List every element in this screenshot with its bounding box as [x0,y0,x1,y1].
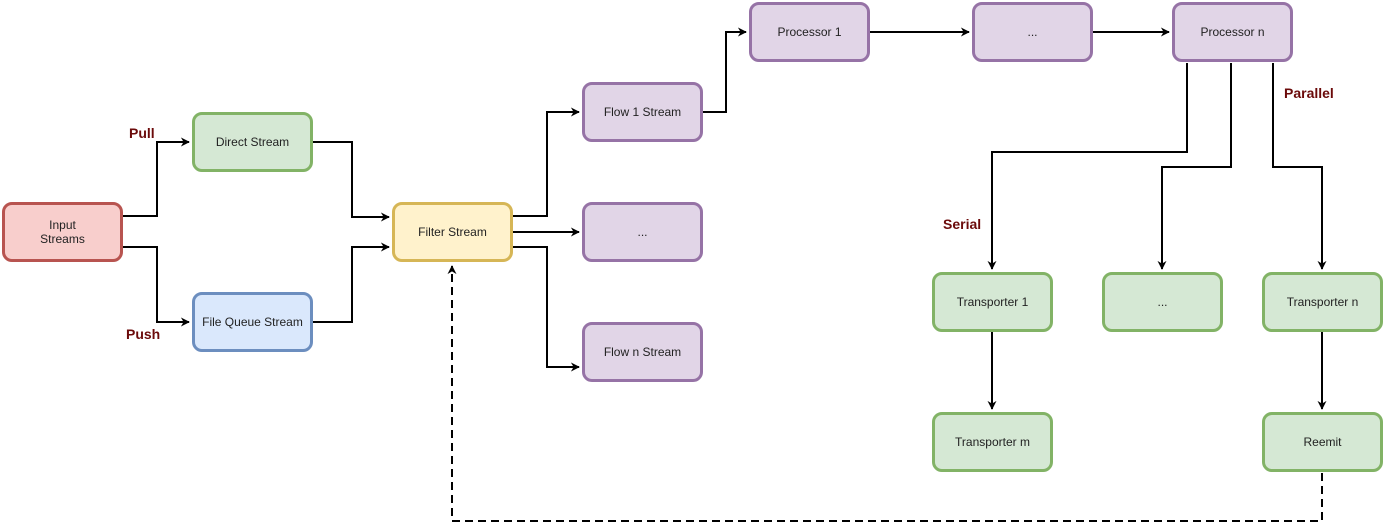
transporter-m-node[interactable]: Transporter m [932,412,1053,472]
edge-flow1-processor1 [703,27,747,113]
file-queue-stream-node[interactable]: File Queue Stream [192,292,313,352]
edge-reemit-filter-dashed [447,265,1323,522]
flow-ellipsis-node[interactable]: ... [582,202,703,262]
edge-filter-flown [513,246,580,372]
pull-label: Pull [129,125,155,141]
edge-input-filequeue [123,246,190,327]
transporter-n-node[interactable]: Transporter n [1262,272,1383,332]
transporter-1-node[interactable]: Transporter 1 [932,272,1053,332]
edge-processorn-transportern [1272,63,1327,270]
direct-stream-node[interactable]: Direct Stream [192,112,313,172]
reemit-node[interactable]: Reemit [1262,412,1383,472]
edge-direct-filter [313,141,390,222]
push-label: Push [126,326,161,342]
filter-stream-node[interactable]: Filter Stream [392,202,513,262]
flow-n-stream-node[interactable]: Flow n Stream [582,322,703,382]
edge-filter-flow1 [513,107,580,217]
edge-processorn-transporter1 [987,63,1188,270]
edge-filequeue-filter [313,242,390,323]
serial-label: Serial [943,216,982,232]
parallel-label: Parallel [1284,85,1334,101]
processor-ellipsis-node[interactable]: ... [972,2,1093,62]
edge-input-direct [123,137,190,217]
flow-1-stream-node[interactable]: Flow 1 Stream [582,82,703,142]
transporter-ellipsis-node[interactable]: ... [1102,272,1223,332]
processor-n-node[interactable]: Processor n [1172,2,1293,62]
processor-1-node[interactable]: Processor 1 [749,2,870,62]
edge-processorn-transporter-ellipsis [1157,63,1232,270]
input-streams-node[interactable]: Input Streams [2,202,123,262]
